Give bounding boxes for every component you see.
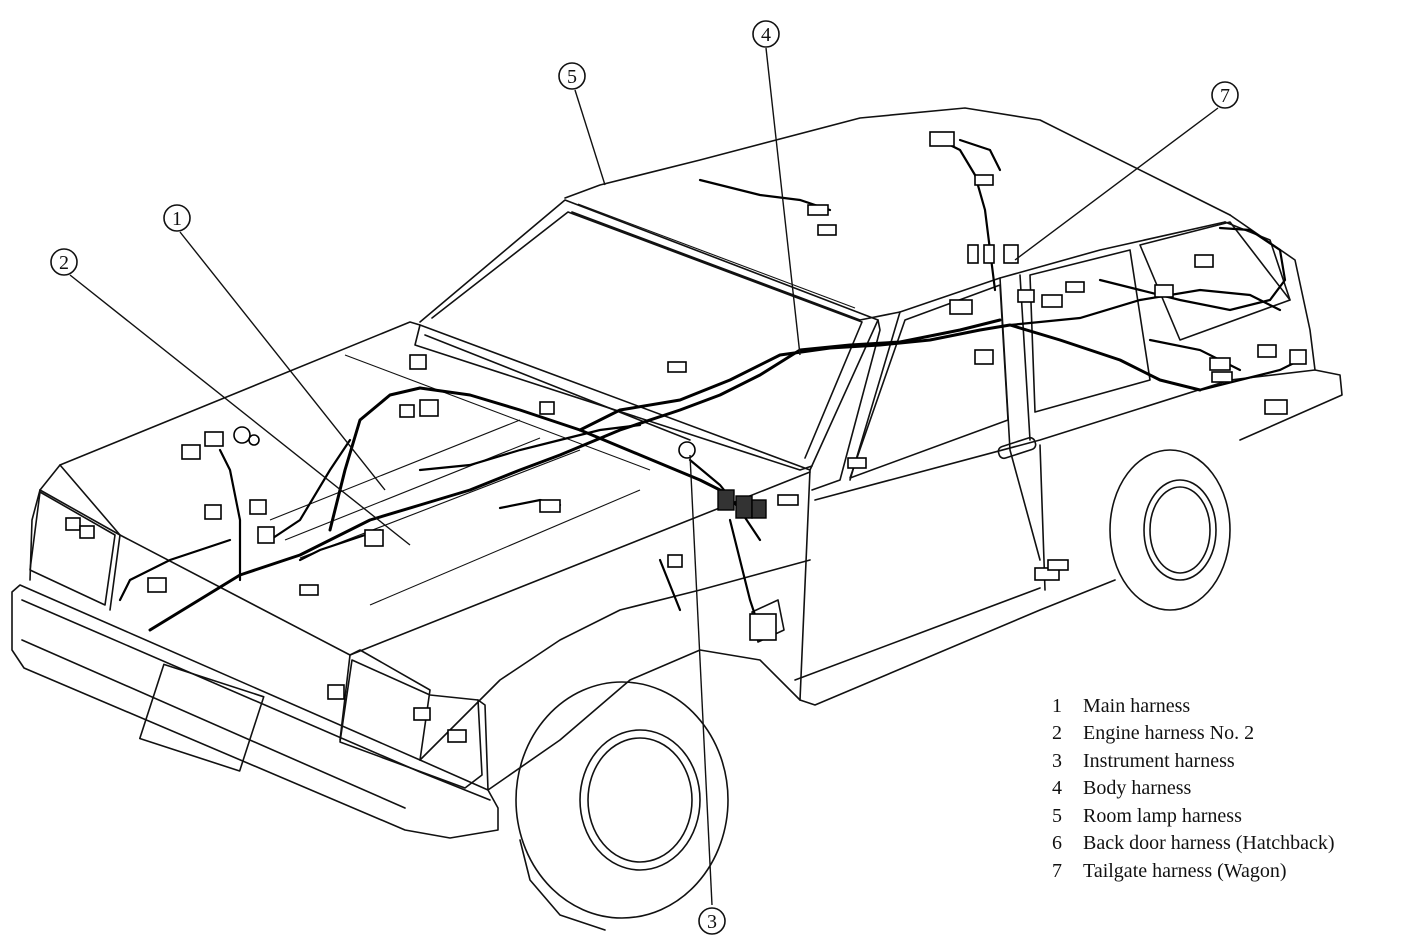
- svg-text:2: 2: [59, 252, 69, 274]
- body-harness: [578, 288, 1302, 432]
- legend-item-6: 6 Back door harness (Hatchback): [1052, 832, 1335, 854]
- callout-leaders: [69, 47, 1219, 906]
- engine-harness-no2: [298, 386, 642, 562]
- svg-text:5: 5: [1052, 805, 1062, 827]
- legend-item-2: 2 Engine harness No. 2: [1052, 722, 1254, 744]
- svg-text:Main harness: Main harness: [1083, 695, 1190, 717]
- legend-item-4: 4 Body harness: [1052, 777, 1192, 799]
- svg-text:Tailgate harness (Wagon): Tailgate harness (Wagon): [1083, 860, 1287, 882]
- callout-5: 5: [558, 62, 586, 90]
- callout-1: 1: [163, 204, 191, 232]
- car-body-outline: [11, 107, 1343, 839]
- svg-text:5: 5: [567, 66, 577, 88]
- svg-text:2: 2: [1052, 722, 1062, 744]
- svg-text:3: 3: [1052, 750, 1062, 772]
- svg-text:3: 3: [707, 911, 717, 933]
- svg-text:Body harness: Body harness: [1083, 777, 1192, 799]
- svg-text:7: 7: [1052, 860, 1062, 882]
- legend-item-5: 5 Room lamp harness: [1052, 805, 1242, 827]
- callout-3: 3: [698, 907, 726, 935]
- svg-text:Room lamp harness: Room lamp harness: [1083, 805, 1242, 827]
- front-wheel: [515, 681, 729, 931]
- callout-2: 2: [50, 248, 78, 276]
- legend-item-7: 7 Tailgate harness (Wagon): [1052, 860, 1287, 882]
- rear-wheel: [1109, 449, 1231, 611]
- svg-text:Engine harness No. 2: Engine harness No. 2: [1083, 722, 1254, 744]
- svg-text:1: 1: [172, 208, 182, 230]
- svg-text:Instrument harness: Instrument harness: [1083, 750, 1235, 772]
- svg-text:6: 6: [1052, 832, 1062, 854]
- callout-7: 7: [1211, 81, 1239, 109]
- svg-text:4: 4: [761, 24, 771, 46]
- legend-item-3: 3 Instrument harness: [1052, 750, 1235, 772]
- svg-text:7: 7: [1220, 85, 1230, 107]
- legend-item-1: 1 Main harness: [1052, 695, 1190, 717]
- svg-text:1: 1: [1052, 695, 1062, 717]
- legend: 1 Main harness 2 Engine harness No. 2 3 …: [1052, 695, 1335, 882]
- room-lamp-harness: [698, 138, 1002, 292]
- connectors: [65, 131, 1307, 743]
- main-harness: [118, 318, 1002, 632]
- svg-text:Back door harness (Hatchback): Back door harness (Hatchback): [1083, 832, 1335, 854]
- svg-text:4: 4: [1052, 777, 1062, 799]
- callout-4: 4: [752, 20, 780, 48]
